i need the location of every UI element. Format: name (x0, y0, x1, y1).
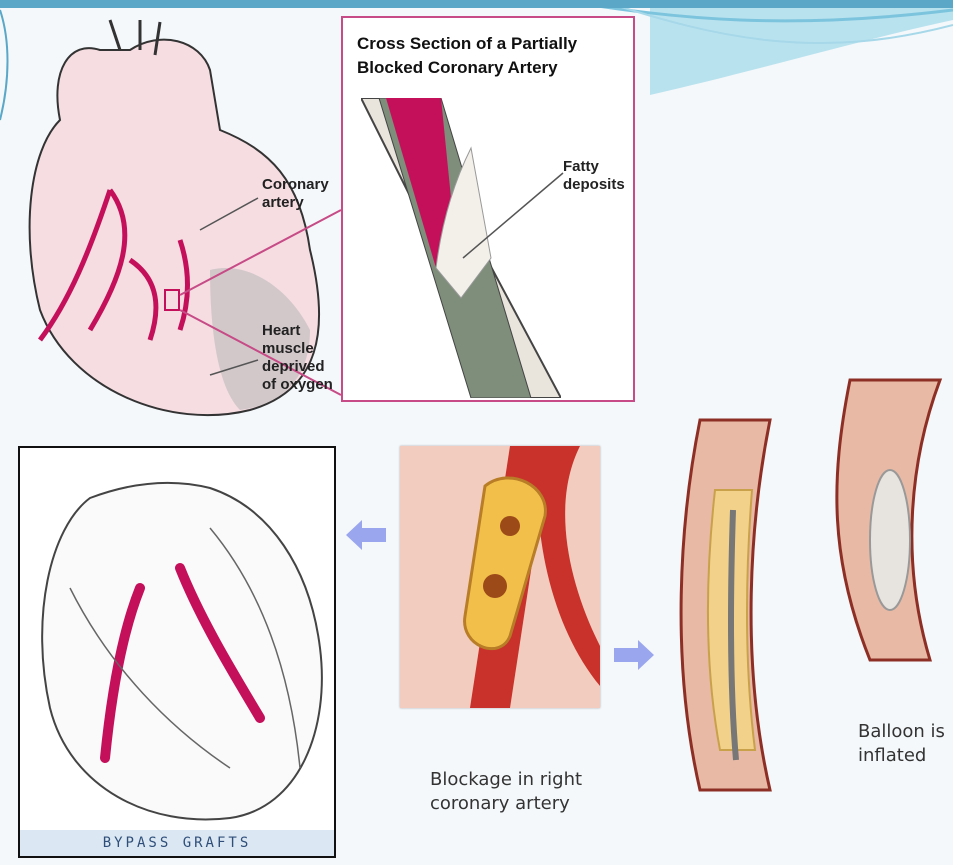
cross-section-title: Cross Section of a Partially Blocked Cor… (357, 32, 577, 80)
right-arrow-icon (614, 640, 654, 670)
fatty-pointer (453, 168, 573, 268)
blockage-caption: Blockage in right coronary artery (430, 768, 582, 816)
balloon-caption: Balloon is inflated (858, 720, 945, 768)
left-arrow-icon (346, 520, 386, 550)
bypass-heart-illustration (30, 468, 326, 828)
fatty-deposits-label: Fatty deposits (563, 158, 625, 194)
blockage-illustration (400, 446, 600, 708)
bypass-grafts-caption: BYPASS GRAFTS (20, 830, 334, 856)
coronary-artery-label: Coronary artery (262, 176, 329, 212)
cross-section-panel: Cross Section of a Partially Blocked Cor… (341, 16, 635, 402)
bypass-grafts-panel: BYPASS GRAFTS (18, 446, 336, 858)
heart-muscle-label: Heart muscle deprived of oxygen (262, 322, 333, 394)
